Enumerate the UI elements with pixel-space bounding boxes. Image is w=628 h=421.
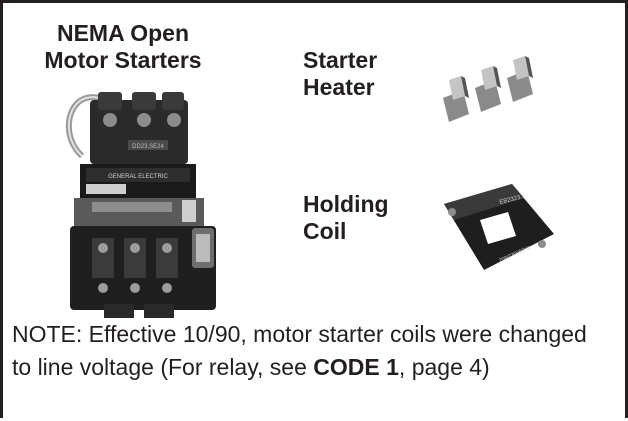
nema-title-line2: Motor Starters [44,47,202,73]
holding-coil-image: EB2323 2 208/230V60Hz [444,184,554,270]
note-prefix: NOTE: Effective 10/90, motor starter coi… [12,321,587,380]
nema-open-motor-starters-heading: NEMA Open Motor Starters [18,20,228,74]
nema-title-line1: NEMA Open [56,20,190,46]
note-paragraph: NOTE: Effective 10/90, motor starter coi… [12,318,612,384]
note-suffix: , page 4) [398,354,490,380]
heater-element-3 [507,56,533,102]
motor-starter-image: DD23,SE24 GENERAL ELECTRIC [66,92,216,318]
holding-coil-heading: Holding Coil [303,191,389,245]
heater-title-line1: Starter [303,47,378,73]
starter-heater-heading: Starter Heater [303,47,377,101]
heater-element-1 [443,76,469,122]
starter-heater-image [443,56,533,122]
frame-open-bottom [0,418,628,421]
heater-title-line2: Heater [303,74,375,100]
coil-title-line2: Coil [303,218,347,244]
coil-title-line1: Holding [303,191,389,217]
heater-element-2 [475,66,501,112]
starter-brand-label: GENERAL ELECTRIC [108,174,168,180]
note-code-reference: CODE 1 [313,354,399,380]
starter-code-label: DD23,SE24 [132,144,164,150]
